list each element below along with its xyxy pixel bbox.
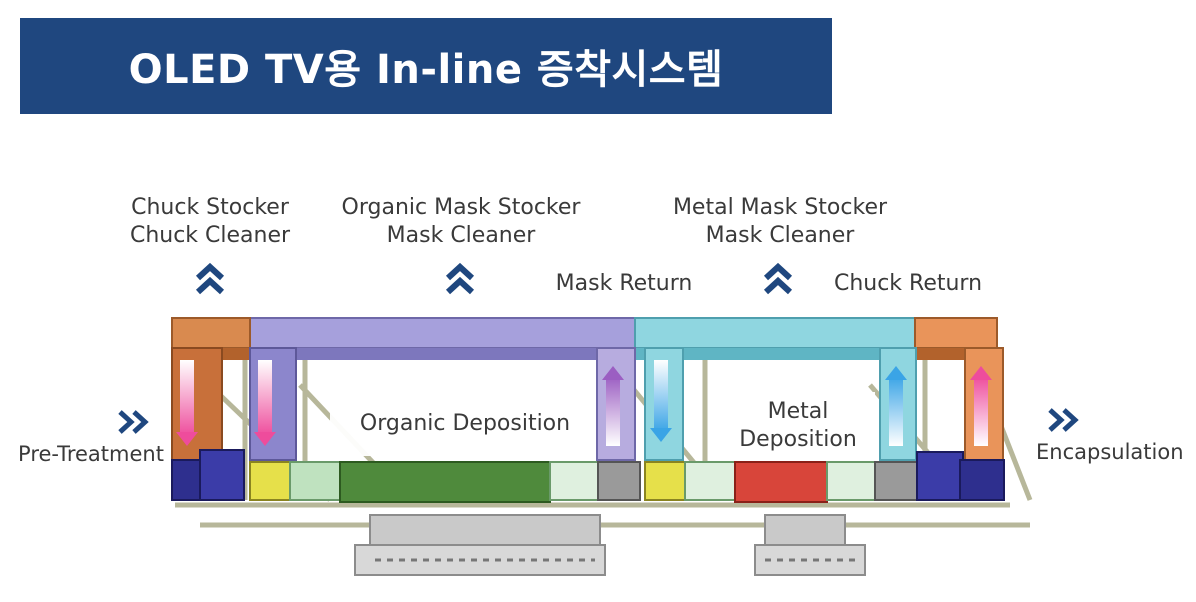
chuck-return-label: Chuck Return: [833, 271, 983, 296]
double-chevron-right-icon: [118, 410, 149, 434]
metal-mask-return-conveyor: [634, 317, 916, 349]
chuck-return-top-left: [171, 317, 251, 349]
metal-deposition-chamber: [734, 461, 828, 503]
chuck-elevator-right: [964, 347, 1004, 461]
organic-mask-return-conveyor-side: [285, 348, 635, 360]
page-title: OLED TV용 In-line 증착시스템: [128, 47, 724, 93]
process-line: [171, 449, 1005, 503]
organic-mask-label-group: Organic Mask Stocker Mask Cleaner: [336, 194, 586, 250]
chuck-stocker-label-group: Chuck Stocker Chuck Cleaner: [118, 194, 302, 250]
metal-mask-return-conveyor-side: [635, 348, 915, 360]
organic-mask-return-conveyor: [249, 317, 636, 349]
organic-deposition-label: Organic Deposition: [359, 411, 571, 436]
light-green-chamber-1: [289, 461, 341, 501]
organic-deposition-chamber: [339, 461, 551, 503]
metal-deposition-label-line2: Deposition: [739, 427, 857, 452]
metal-mask-stocker-label: Metal Mask Stocker: [672, 195, 888, 220]
light-green-chamber-3: [684, 461, 736, 501]
organic-pump-unit: [354, 514, 606, 576]
light-green-chamber-4: [826, 461, 876, 501]
metal-mask-label-group: Metal Mask Stocker Mask Cleaner: [664, 194, 896, 250]
metal-deposition-panel: [715, 392, 875, 458]
double-chevron-up-icon: [195, 262, 225, 295]
mask-return-label: Mask Return: [555, 271, 693, 296]
yellow-chamber-1: [249, 461, 291, 501]
double-chevron-up-icon: [445, 262, 475, 295]
gray-chamber-1: [597, 461, 641, 501]
metal-deposition-label-line1: Metal: [767, 399, 829, 424]
chuck-elevator-left: [171, 347, 223, 461]
organic-mask-cleaner-label: Mask Cleaner: [386, 223, 536, 248]
organic-mask-stocker-label: Organic Mask Stocker: [341, 195, 581, 220]
chuck-stocker-label: Chuck Stocker: [131, 195, 289, 220]
encapsulation-label: Encapsulation: [1036, 440, 1184, 464]
mask-elevator-metal-in: [644, 347, 684, 461]
yellow-chamber-2: [644, 461, 686, 501]
title-banner: OLED TV용 In-line 증착시스템: [20, 18, 832, 114]
organic-deposition-panel: [330, 390, 595, 456]
metal-pump-unit: [754, 514, 866, 576]
chuck-cleaner-label: Chuck Cleaner: [129, 223, 291, 248]
double-chevron-up-icon: [763, 262, 793, 295]
gray-chamber-2: [874, 461, 918, 501]
mask-elevator-organic-in: [249, 347, 297, 461]
mask-elevator-metal-out: [879, 347, 917, 461]
double-chevron-right-icon: [1048, 408, 1079, 432]
metal-deposition-label-group: Metal Deposition: [728, 398, 868, 454]
chuck-return-top-right: [914, 317, 998, 349]
metal-mask-cleaner-label: Mask Cleaner: [705, 223, 855, 248]
pre-treatment-label: Pre-Treatment: [18, 442, 164, 466]
mask-elevator-organic-out: [596, 347, 636, 461]
loader-right: [916, 451, 964, 501]
light-green-chamber-2: [549, 461, 599, 501]
